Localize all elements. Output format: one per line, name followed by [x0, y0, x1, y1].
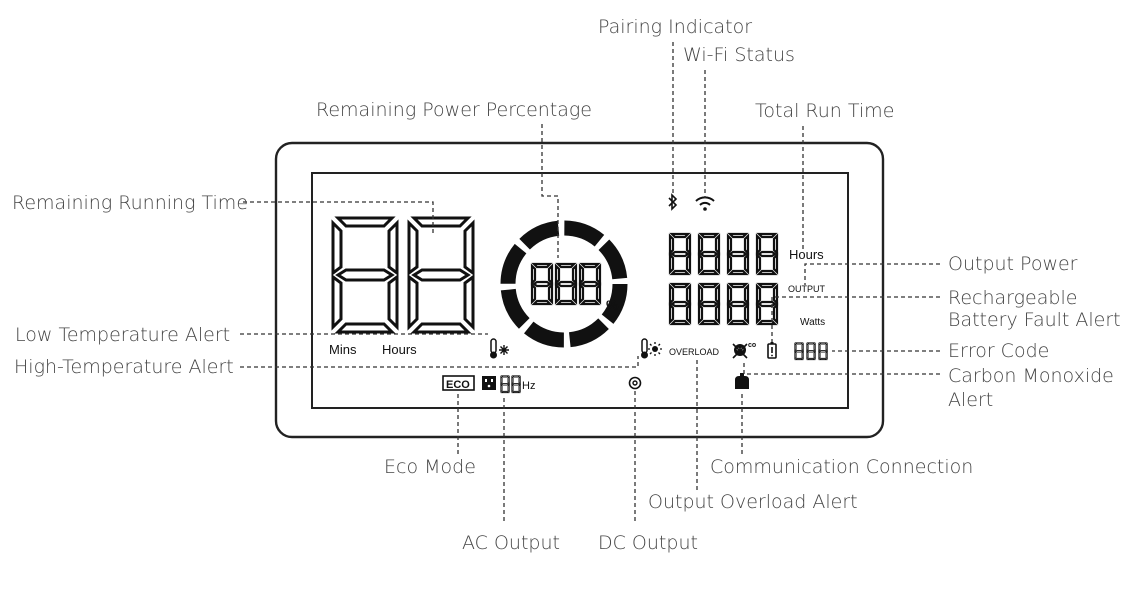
output-label: OUTPUT: [788, 284, 826, 294]
total-hours-label: Hours: [789, 247, 824, 262]
eco-badge: [442, 375, 475, 391]
label-eco-mode: Eco Mode: [384, 456, 476, 478]
dc-output-icon: [628, 376, 642, 390]
label-error-code: Error Code: [948, 340, 1049, 362]
label-communication-connection: Communication Connection: [710, 456, 973, 478]
watts-label: Watts: [800, 317, 825, 328]
label-rechargeable: Rechargeable: [948, 287, 1077, 309]
label-carbon-monoxide: Carbon Monoxide: [948, 365, 1114, 387]
leader-lines: [240, 42, 940, 521]
label-low-temperature-alert: Low Temperature Alert: [15, 324, 230, 346]
hours-label: Hours: [382, 342, 417, 357]
bluetooth-icon: [668, 193, 678, 211]
label-ac-output: AC Output: [462, 532, 560, 554]
label-high-temperature-alert: High-Temperature Alert: [14, 356, 234, 378]
carbon-monoxide-icon: [732, 343, 748, 359]
communication-icon: [735, 373, 749, 389]
label-co-alert: Alert: [948, 389, 993, 411]
percent-sign: %: [606, 297, 619, 313]
high-temperature-icon: [641, 338, 662, 359]
label-total-run-time: Total Run Time: [755, 100, 894, 122]
battery-ring: [500, 220, 628, 348]
hz-label: Hz: [522, 380, 535, 392]
overload-label: OVERLOAD: [669, 347, 720, 357]
co-label: co: [748, 342, 756, 349]
label-pairing-indicator: Pairing Indicator: [598, 16, 752, 38]
eco-label: ECO: [446, 379, 470, 391]
ac-socket-icon: [482, 376, 496, 390]
label-output-power: Output Power: [948, 253, 1078, 275]
label-wifi-status: Wi-Fi Status: [683, 44, 795, 66]
low-temperature-icon: [490, 338, 509, 359]
label-battery-fault-alert: Battery Fault Alert: [948, 309, 1121, 331]
label-dc-output: DC Output: [598, 532, 698, 554]
label-remaining-power-percentage: Remaining Power Percentage: [316, 99, 592, 121]
label-output-overload-alert: Output Overload Alert: [648, 491, 858, 513]
battery-fault-icon: [767, 342, 777, 359]
callout-labels: Pairing Indicator Wi-Fi Status Remaining…: [12, 16, 1121, 554]
mins-label: Mins: [329, 342, 357, 357]
label-remaining-running-time: Remaining Running Time: [12, 192, 248, 214]
